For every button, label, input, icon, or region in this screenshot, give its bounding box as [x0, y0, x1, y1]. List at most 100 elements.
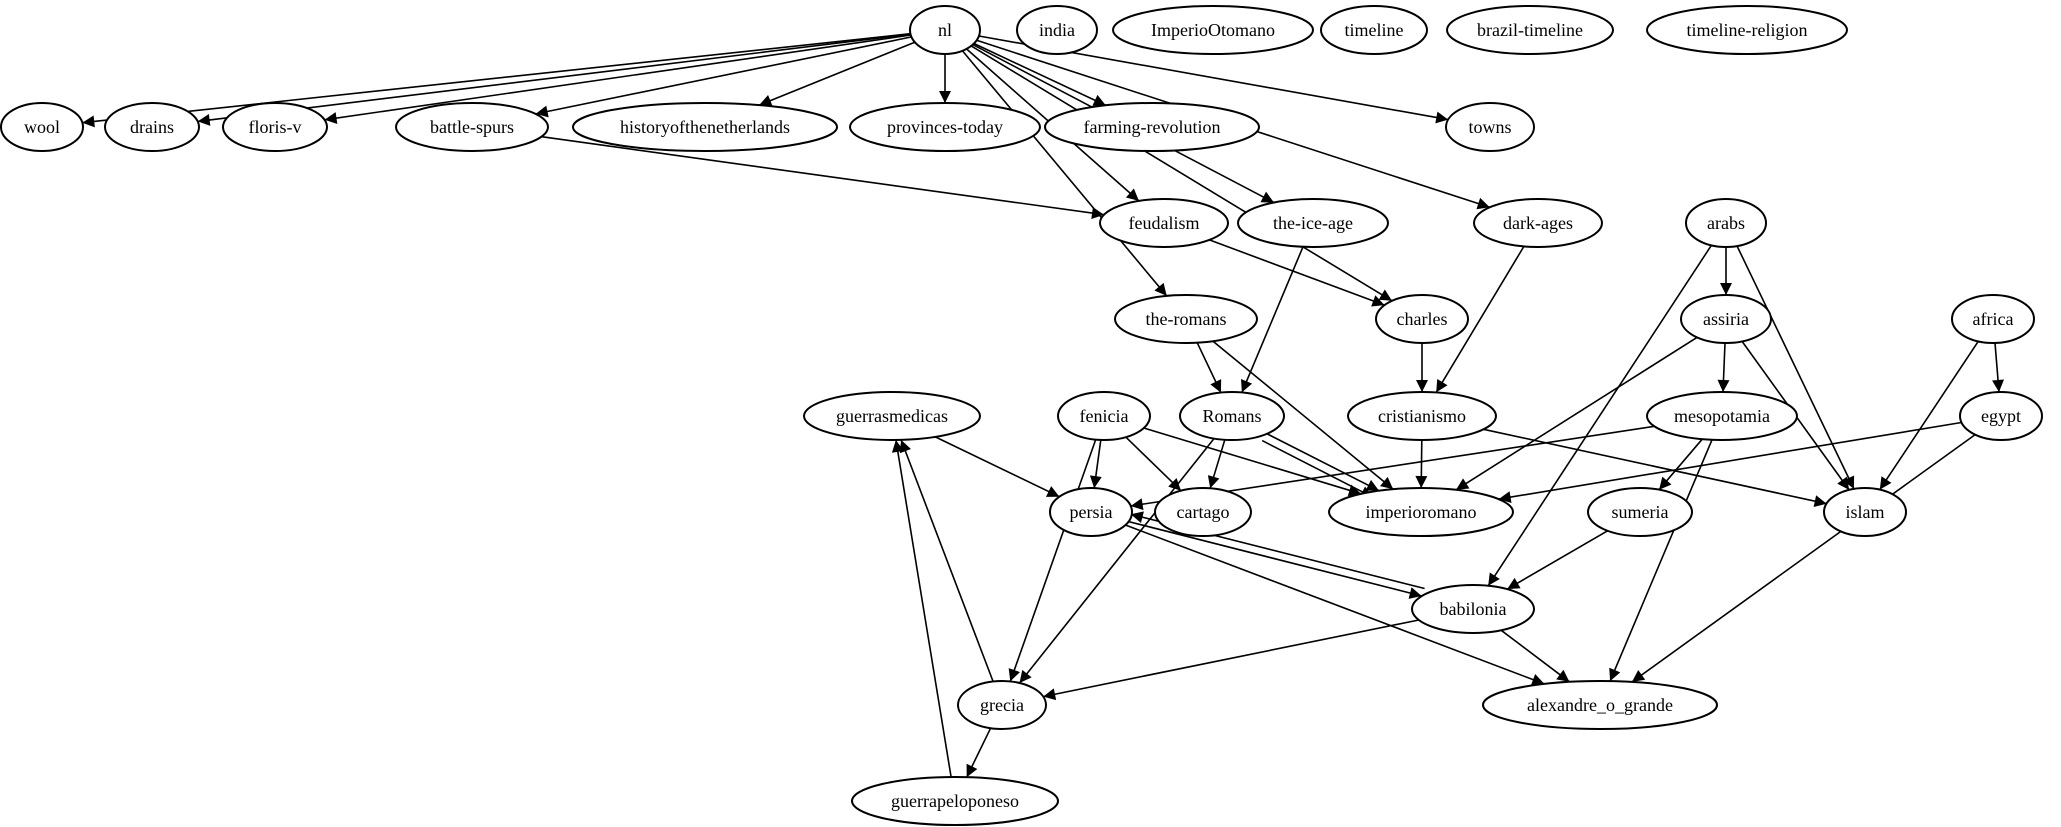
edge-Romans-to-cartago — [1207, 439, 1226, 489]
node-ellipse — [1016, 5, 1098, 55]
node-brazil-timeline: brazil-timeline — [1446, 5, 1614, 55]
node-guerrapeloponeso: guerrapeloponeso — [851, 776, 1059, 826]
edge-egypt-to-imperioromano — [1498, 421, 1962, 504]
node-imperioromano: imperioromano — [1328, 487, 1514, 537]
node-label: provinces-today — [887, 117, 1003, 137]
node-label: the-ice-age — [1273, 213, 1353, 233]
node-label: cristianismo — [1378, 406, 1466, 426]
node-ellipse — [1445, 102, 1535, 152]
edge-assiria-to-imperioromano — [1455, 336, 1698, 491]
node-mesopotamia: mesopotamia — [1646, 391, 1798, 441]
edge-nl-to-historyofthenetherlands — [758, 41, 916, 107]
node-drains: drains — [104, 102, 200, 152]
edge-line — [1415, 439, 1428, 489]
node-ellipse — [222, 102, 328, 152]
edge-sumeria-to-babilonia — [1506, 530, 1609, 590]
edge-line — [1128, 520, 1422, 599]
edge-cristianismo-to-imperioromano — [1415, 439, 1428, 489]
node-ellipse — [1411, 584, 1535, 634]
edge-mesopotamia-to-alexandre_o_grande — [1609, 439, 1713, 682]
node-label: sumeria — [1612, 502, 1669, 522]
node-ellipse — [1328, 487, 1514, 537]
node-arabs: arabs — [1685, 198, 1767, 248]
node-ellipse — [1823, 487, 1907, 537]
node-label: Romans — [1202, 406, 1261, 426]
edge-nl-to-battle-spurs — [535, 36, 912, 118]
node-label: timeline-religion — [1687, 20, 1808, 40]
edge-line — [1631, 433, 1976, 683]
node-timeline-religion: timeline-religion — [1646, 5, 1848, 55]
node-label: persia — [1070, 502, 1113, 522]
node-alexandre_o_grande: alexandre_o_grande — [1482, 680, 1718, 730]
node-ellipse — [1959, 391, 2043, 441]
edge-arabs-to-islam — [1736, 245, 1855, 490]
node-ellipse — [1112, 5, 1314, 55]
edge-line — [1658, 438, 1703, 491]
edge-babilonia-to-alexandre_o_grande — [1500, 629, 1570, 683]
node-label: drains — [130, 117, 174, 137]
node-label: islam — [1846, 502, 1885, 522]
node-provinces-today: provinces-today — [849, 102, 1041, 152]
edge-line — [1008, 439, 1097, 682]
edge-feudalism-to-charles — [1209, 239, 1385, 307]
node-label: wool — [24, 117, 60, 137]
node-ellipse — [1049, 487, 1133, 537]
node-label: towns — [1468, 117, 1511, 137]
edge-line — [1089, 439, 1102, 489]
node-ellipse — [1179, 391, 1285, 441]
node-ellipse — [1375, 294, 1469, 344]
edge-fenicia-to-imperioromano — [1143, 427, 1362, 497]
edge-the-romans-to-imperioromano — [1212, 340, 1394, 490]
edge-line — [1500, 629, 1570, 683]
edge-nl-to-wool — [82, 32, 911, 128]
node-ellipse — [1473, 198, 1603, 248]
node-persia: persia — [1049, 487, 1133, 537]
node-ellipse — [1587, 487, 1693, 537]
edge-africa-to-egypt — [1992, 342, 2005, 393]
edge-line — [324, 34, 911, 125]
edge-babilonia-to-grecia — [1043, 619, 1419, 701]
node-the-ice-age: the-ice-age — [1237, 198, 1389, 248]
edge-africa-to-islam — [1879, 340, 1979, 491]
node-label: brazil-timeline — [1477, 20, 1583, 40]
edge-Romans-to-grecia — [1018, 438, 1215, 684]
node-babilonia: babilonia — [1411, 584, 1535, 634]
node-timeline: timeline — [1320, 5, 1428, 55]
node-label: cartago — [1177, 502, 1230, 522]
edge-line — [891, 439, 952, 778]
edge-line — [1992, 342, 2005, 393]
node-label: assiria — [1703, 309, 1749, 329]
node-label: guerrasmedicas — [836, 406, 948, 426]
node-ellipse — [104, 102, 200, 152]
edge-nl-to-farming-revolution — [973, 42, 1107, 107]
node-fenicia: fenicia — [1057, 391, 1151, 441]
edge-line — [82, 32, 911, 128]
node-farming-revolution: farming-revolution — [1044, 102, 1260, 152]
edge-line — [1212, 340, 1394, 490]
node-label: farming-revolution — [1084, 117, 1221, 137]
edge-fenicia-to-persia — [1089, 439, 1102, 489]
node-ellipse — [909, 5, 981, 55]
node-assiria: assiria — [1680, 294, 1772, 344]
edge-line — [1143, 427, 1362, 497]
edge-grecia-to-guerrapeloponeso — [965, 727, 992, 778]
node-ellipse — [1237, 198, 1389, 248]
node-floris-v: floris-v — [222, 102, 328, 152]
node-ellipse — [803, 391, 981, 441]
node-dark-ages: dark-ages — [1473, 198, 1603, 248]
node-sumeria: sumeria — [1587, 487, 1693, 537]
edge-line — [197, 33, 911, 126]
edge-line — [535, 36, 912, 118]
node-ellipse — [1154, 487, 1252, 537]
node-historyofthenetherlands: historyofthenetherlands — [572, 102, 838, 152]
node-ImperioOtomano: ImperioOtomano — [1112, 5, 1314, 55]
edge-line — [934, 436, 1060, 498]
edge-line — [1487, 244, 1713, 587]
edge-egypt-to-alexandre_o_grande — [1631, 433, 1976, 683]
node-ellipse — [1099, 198, 1229, 248]
edge-line — [541, 135, 1105, 219]
node-india: india — [1016, 5, 1098, 55]
node-ellipse — [1646, 391, 1798, 441]
node-ellipse — [849, 102, 1041, 152]
